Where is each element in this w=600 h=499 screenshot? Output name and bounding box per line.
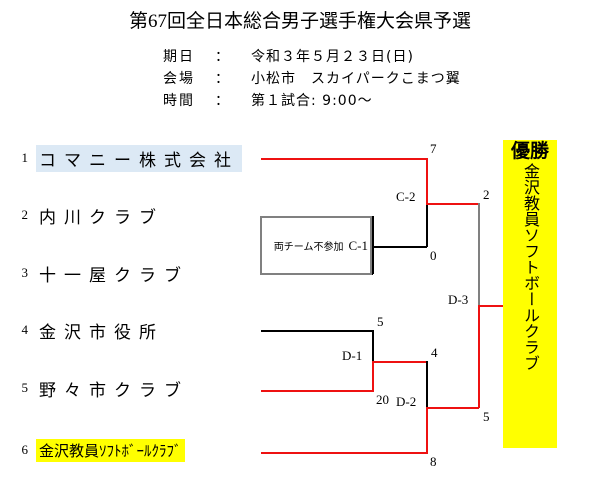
bracket-line-d1-to-d2 (372, 361, 427, 363)
info-value-venue: 小松市 スカイパークこまつ翼 (251, 71, 461, 87)
info-row-venue: 会場 ： 小松市 スカイパークこまつ翼 (163, 68, 461, 90)
team-row-1: 1 コマニー株式会社 (0, 144, 242, 172)
bracket-line-team1 (261, 158, 428, 160)
team-name-3: 十一屋クラブ (39, 265, 189, 286)
champion-title: 優勝 (510, 140, 549, 162)
score-c2-bottom: 0 (430, 248, 437, 263)
info-value-date: 令和３年５月２３日(日) (251, 49, 414, 65)
info-label-time: 時間 (163, 93, 195, 109)
team-seed-6: 6 (21, 442, 29, 457)
match-label-d3: D-3 (448, 292, 469, 307)
score-d3-top: 2 (483, 187, 490, 202)
team-row-6: 6 金沢教員ｿﾌﾄﾎﾞｰﾙｸﾗﾌﾞ (0, 437, 185, 463)
event-info-block: 期日 ： 令和３年５月２３日(日) 会場 ： 小松市 スカイパークこまつ翼 時間… (163, 46, 461, 112)
info-colon-venue: ： (215, 70, 229, 86)
bracket-connector-d3-bottom (478, 305, 480, 408)
score-d1-top: 5 (377, 314, 384, 329)
match-label-d2: D-2 (396, 394, 417, 409)
score-c2-top: 7 (430, 141, 437, 156)
team-name-6: 金沢教員ｿﾌﾄﾎﾞｰﾙｸﾗﾌﾞ (36, 438, 185, 462)
champion-box: 優勝 金沢教員ソフトボールクラブ (503, 140, 557, 448)
info-row-time: 時間 ： 第１試合: 9:00〜 (163, 90, 461, 112)
score-d1-bottom: 20 (376, 392, 389, 407)
forfeit-note-c1: 両チーム不参加 (273, 242, 344, 253)
team-seed-5: 5 (21, 380, 29, 395)
bracket-connector-c2-top (426, 158, 428, 203)
team-name-1: コマニー株式会社 (36, 144, 242, 172)
bracket-line-c1-to-c2 (372, 246, 427, 248)
team-seed-2: 2 (21, 207, 29, 222)
bracket-connector-d1-bottom (372, 361, 374, 392)
bracket-connector-c1 (372, 216, 374, 274)
team-row-3: 3 十一屋クラブ (0, 260, 192, 286)
match-label-d1: D-1 (342, 348, 363, 363)
info-value-time: 第１試合: 9:00〜 (251, 93, 373, 109)
team-row-5: 5 野々市クラブ (0, 375, 192, 401)
info-label-date: 期日 (163, 49, 195, 65)
info-colon-date: ： (215, 48, 229, 64)
match-label-c1: C-1 (348, 237, 369, 253)
team-seed-3: 3 (21, 265, 29, 280)
team-name-4: 金沢市役所 (39, 322, 164, 343)
score-d3-bottom: 5 (483, 409, 490, 424)
bracket-connector-d3-top (478, 203, 480, 306)
info-row-date: 期日 ： 令和３年５月２３日(日) (163, 46, 461, 68)
team-row-4: 4 金沢市役所 (0, 317, 167, 343)
team-name-5: 野々市クラブ (39, 380, 189, 401)
champion-name: 金沢教員ソフトボールクラブ (521, 162, 540, 371)
bracket-connector-d2-top (426, 361, 428, 408)
bracket-line-team5 (261, 390, 374, 392)
bracket-line-c2-to-d3 (426, 203, 479, 205)
bracket-line-d2-to-d3 (426, 407, 479, 409)
bracket-connector-d1-top (372, 330, 374, 362)
bracket-connector-c2-bottom (426, 203, 428, 247)
bracket-connector-d2-bottom (426, 407, 428, 453)
bracket-line-team6 (261, 452, 428, 454)
match-label-c2: C-2 (396, 189, 416, 204)
team-seed-1: 1 (21, 150, 29, 165)
info-label-venue: 会場 (163, 71, 195, 87)
match-box-c1: 両チーム不参加 C-1 (260, 216, 372, 275)
score-d2-bottom: 8 (430, 454, 437, 469)
team-name-2: 内川クラブ (39, 207, 164, 228)
bracket-line-d3-to-champion (478, 305, 504, 307)
bracket-line-team4 (261, 330, 373, 332)
team-seed-4: 4 (21, 322, 29, 337)
info-colon-time: ： (215, 92, 229, 108)
team-row-2: 2 内川クラブ (0, 202, 167, 228)
page-title: 第67回全日本総合男子選手権大会県予選 (128, 11, 471, 32)
score-d2-top: 4 (431, 345, 438, 360)
